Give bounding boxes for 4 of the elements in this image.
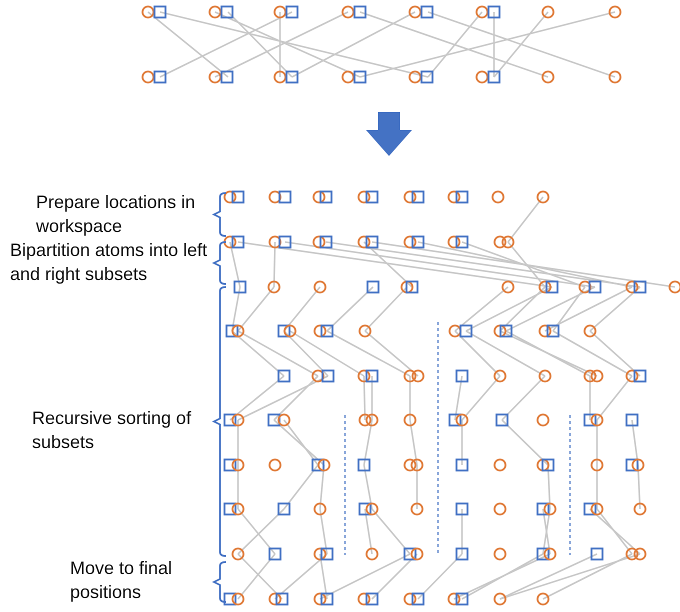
step-label: Bipartition atoms into left and right subsets: [10, 239, 208, 286]
step-label: Move to final positions: [70, 557, 174, 604]
step-label: Prepare locations in workspace: [36, 191, 196, 238]
step-label: Recursive sorting of subsets: [32, 407, 192, 454]
